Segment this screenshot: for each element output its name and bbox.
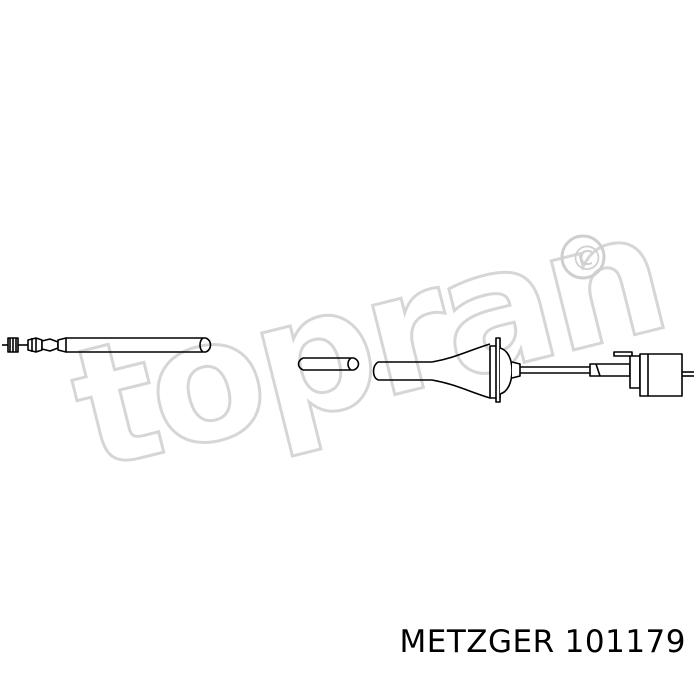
left-end-fitting (2, 337, 67, 353)
sheath-section-middle (297, 357, 360, 371)
sheath-section-right (372, 343, 491, 399)
grommet (489, 337, 521, 403)
right-end-connector (613, 351, 694, 397)
copyright-circle-icon (560, 234, 606, 280)
part-number: 101179 (564, 624, 686, 660)
watermark: topran © (53, 173, 682, 510)
brand-name: METZGER (399, 624, 555, 660)
cable-assembly (2, 337, 694, 403)
copyright-symbol: © (570, 239, 604, 279)
sheath-section-left (66, 337, 212, 353)
watermark-text: topran (54, 174, 680, 508)
